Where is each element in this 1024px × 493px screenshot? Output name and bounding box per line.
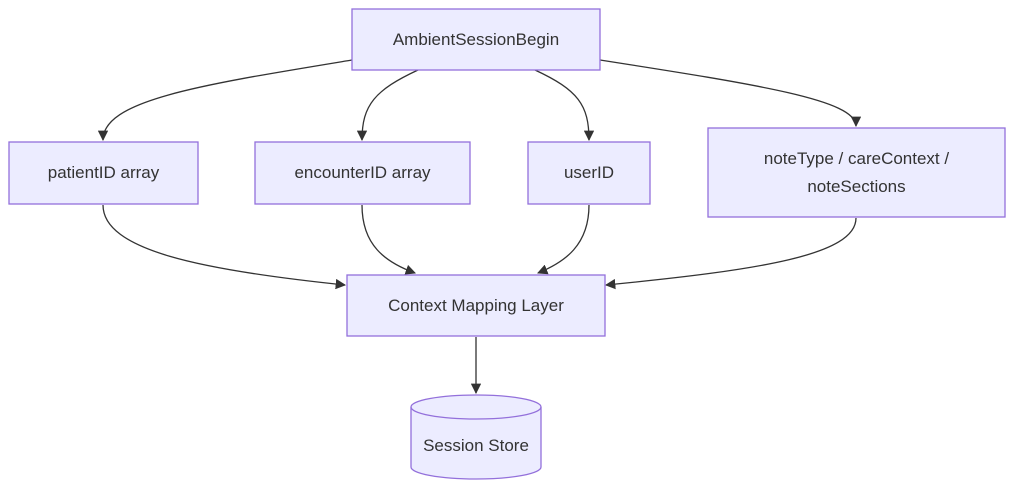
edge-begin-to-userid — [534, 69, 595, 142]
node-ambient-session-begin-box — [351, 8, 601, 71]
edge-patientid-to-mapping — [102, 204, 347, 290]
node-notetype-carecontext-notesections: noteType / careContext / noteSections — [763, 148, 950, 196]
node-patientid-array-box — [8, 141, 199, 205]
node-encounterid-array: encounterID array — [294, 163, 431, 182]
node-encounterid-array-box — [254, 141, 471, 205]
node-patientid-array: patientID array — [47, 163, 160, 182]
node-session-store-cylinder — [410, 394, 542, 480]
node-session-store: Session Store — [423, 436, 529, 455]
node-context-mapping-layer: Context Mapping Layer — [388, 295, 564, 315]
edge-begin-to-notetype — [599, 59, 862, 128]
edge-begin-to-patientid — [97, 59, 353, 142]
edge-userid-to-mapping — [537, 204, 590, 275]
node-notetype-box — [707, 127, 1006, 218]
node-userid: userID — [563, 163, 615, 182]
edge-notetype-to-mapping — [604, 217, 857, 290]
node-context-mapping-layer-box — [346, 274, 606, 337]
edge-encounterid-to-mapping — [361, 204, 416, 275]
node-userid-box — [527, 141, 651, 205]
edge-begin-to-encounterid — [356, 69, 419, 142]
node-ambient-session-begin: AmbientSessionBegin — [392, 29, 560, 49]
